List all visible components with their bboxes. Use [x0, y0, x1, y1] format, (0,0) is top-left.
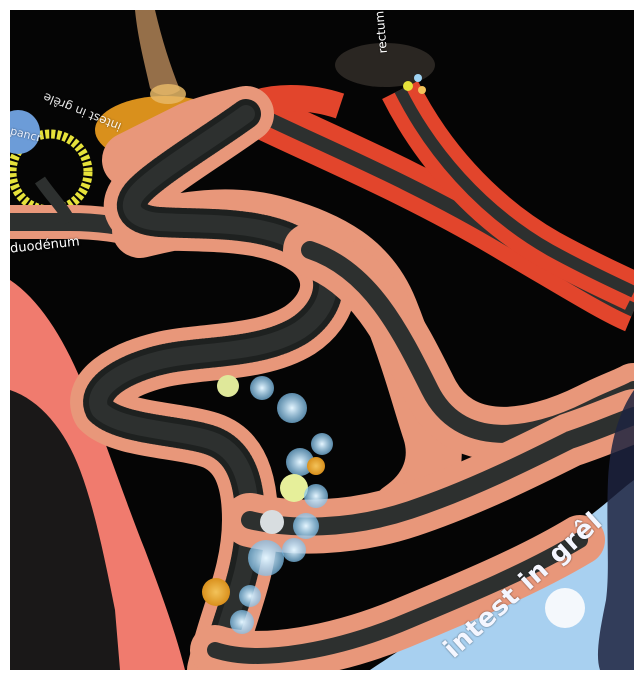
- white-disc: [545, 588, 585, 628]
- interactive-floor-projection: intest in grêle rectum duodénum pancr in…: [10, 10, 634, 670]
- bare-foot-icon: [135, 10, 186, 104]
